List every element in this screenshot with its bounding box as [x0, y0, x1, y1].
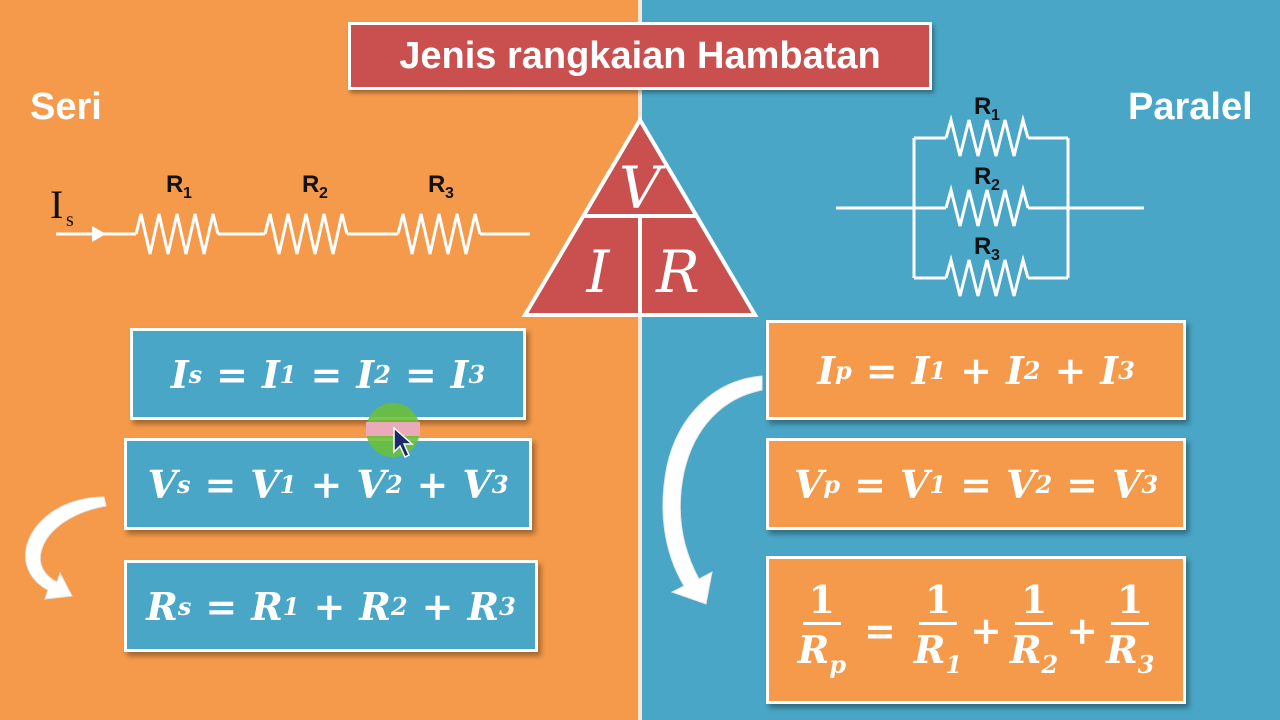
series-resistor-1-sub: 1	[183, 185, 192, 202]
triangle-current: I	[586, 238, 611, 306]
series-current-label: I	[50, 182, 63, 227]
parallel-circuit: R 1 R 2 R 3	[836, 93, 1144, 297]
series-resistor-labels: R 1 R 2 R 3	[166, 171, 454, 202]
triangle-voltage: V	[619, 154, 666, 222]
parallel-resistor-labels: R 1 R 2 R 3	[974, 93, 1000, 264]
panel-divider	[638, 0, 642, 720]
series-label: Seri	[30, 86, 102, 128]
parallel-resistor-3-sub: 3	[991, 247, 1000, 264]
parallel-label: Paralel	[1128, 86, 1253, 128]
parallel-resistor-2-sub: 2	[991, 177, 1000, 194]
triangle-resistance: R	[655, 238, 700, 306]
parallel-resistor-1-sub: 1	[991, 107, 1000, 124]
series-circuit: I s R 1 R 2 R 3	[50, 171, 530, 255]
series-resistor-1-label: R	[166, 171, 183, 198]
series-resistor-3-sub: 3	[445, 185, 454, 202]
series-current-sub: s	[66, 209, 74, 231]
parallel-wire	[836, 114, 1144, 297]
parallel-resistor-3-label: R	[974, 233, 991, 260]
parallel-resistor-2-label: R	[974, 163, 991, 190]
series-resistor-3-label: R	[428, 171, 445, 198]
vir-triangle: V I R	[521, 116, 759, 317]
series-resistor-2-label: R	[302, 171, 319, 198]
parallel-resistor-1-label: R	[974, 93, 991, 120]
title-box: Jenis rangkaian Hambatan	[348, 22, 932, 90]
current-arrow-icon	[92, 226, 106, 242]
page-title: Jenis rangkaian Hambatan	[399, 34, 881, 77]
series-wire	[56, 213, 530, 255]
series-resistor-2-sub: 2	[319, 185, 328, 202]
